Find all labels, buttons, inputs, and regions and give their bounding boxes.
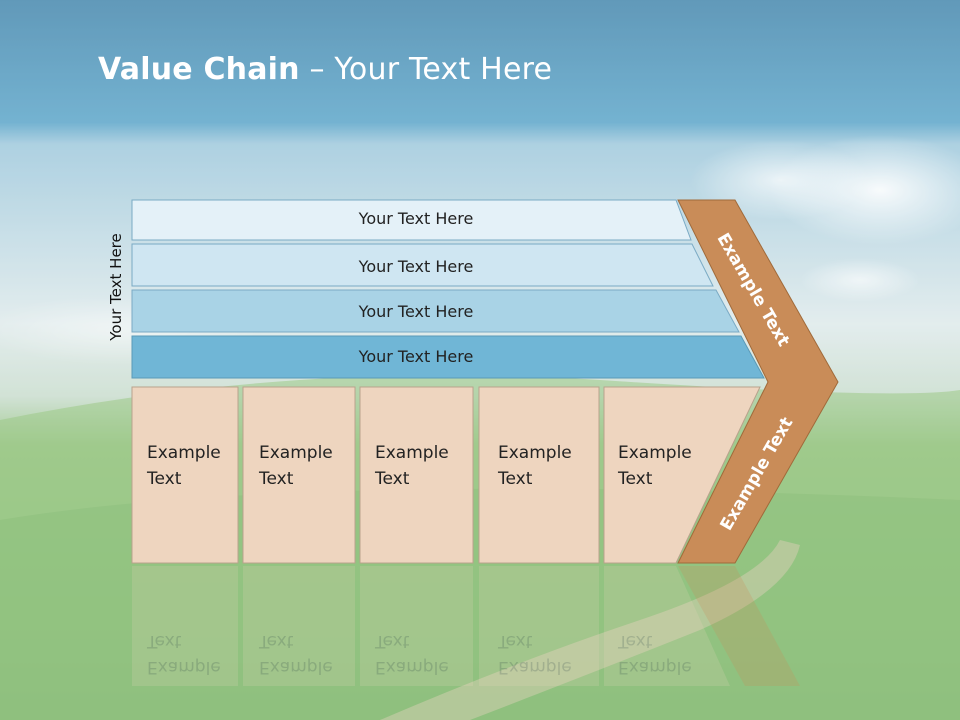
- activity-box-5: Example Text: [603, 386, 761, 564]
- chevron-arrow-shape: [677, 199, 839, 564]
- reflection-box-2: [243, 566, 355, 686]
- bar-1: Your Text Here: [131, 199, 692, 241]
- reflection-box-3-line1: Example: [375, 657, 449, 677]
- reflection-box-2-line1: Example: [259, 657, 333, 677]
- bar-4-label: Your Text Here: [358, 347, 474, 366]
- reflection-box-5: [604, 566, 730, 686]
- bar-4-shape: [131, 335, 765, 379]
- activity-box-1-line1: Example: [147, 443, 221, 463]
- bar-3-label: Your Text Here: [358, 302, 474, 321]
- bar-1-shape: [131, 199, 692, 241]
- bar-3-shape: [131, 289, 740, 333]
- slide-title: Value Chain – Your Text Here: [98, 52, 552, 87]
- activity-box-2: Example Text: [242, 386, 356, 564]
- bar-2-shape: [131, 243, 714, 287]
- reflection-box-3: [360, 566, 473, 686]
- reflection-box-2-line2: Text: [258, 631, 294, 651]
- reflection-chevron: [678, 566, 800, 686]
- diagram-reflection: Example Text Example Text Example Text E…: [132, 566, 800, 686]
- activity-box-3-shape: [359, 386, 474, 564]
- reflection-box-5-line1: Example: [618, 657, 692, 677]
- activity-box-2-line2: Text: [258, 469, 294, 489]
- activity-box-4-line2: Text: [497, 469, 533, 489]
- bar-1-label: Your Text Here: [358, 209, 474, 228]
- activity-box-4-shape: [478, 386, 600, 564]
- activity-box-3: Example Text: [359, 386, 474, 564]
- activity-box-4-line1: Example: [498, 443, 572, 463]
- reflection-box-3-line2: Text: [374, 631, 410, 651]
- activity-box-1-line2: Text: [146, 469, 182, 489]
- reflection-box-4-line2: Text: [497, 631, 533, 651]
- bar-4: Your Text Here: [131, 335, 765, 379]
- activity-box-2-shape: [242, 386, 356, 564]
- activity-box-1: Example Text: [131, 386, 239, 564]
- slide-title-bold: Value Chain: [98, 52, 300, 87]
- reflection-box-1-line2: Text: [146, 631, 182, 651]
- reflection-box-4: [479, 566, 599, 686]
- bar-3: Your Text Here: [131, 289, 740, 333]
- reflection-box-4-line1: Example: [498, 657, 572, 677]
- activity-box-5-line1: Example: [618, 443, 692, 463]
- reflection-box-1-line1: Example: [147, 657, 221, 677]
- bar-2: Your Text Here: [131, 243, 714, 287]
- reflection-box-1: [132, 566, 238, 686]
- activity-box-1-shape: [131, 386, 239, 564]
- activity-box-4: Example Text: [478, 386, 600, 564]
- bar-2-label: Your Text Here: [358, 257, 474, 276]
- activity-box-5-shape: [603, 386, 761, 564]
- activity-box-3-line1: Example: [375, 443, 449, 463]
- activity-box-2-line1: Example: [259, 443, 333, 463]
- reflection-box-5-line2: Text: [617, 631, 653, 651]
- slide-title-rest: – Your Text Here: [299, 52, 553, 87]
- activity-box-5-line2: Text: [617, 469, 653, 489]
- activity-box-3-line2: Text: [374, 469, 410, 489]
